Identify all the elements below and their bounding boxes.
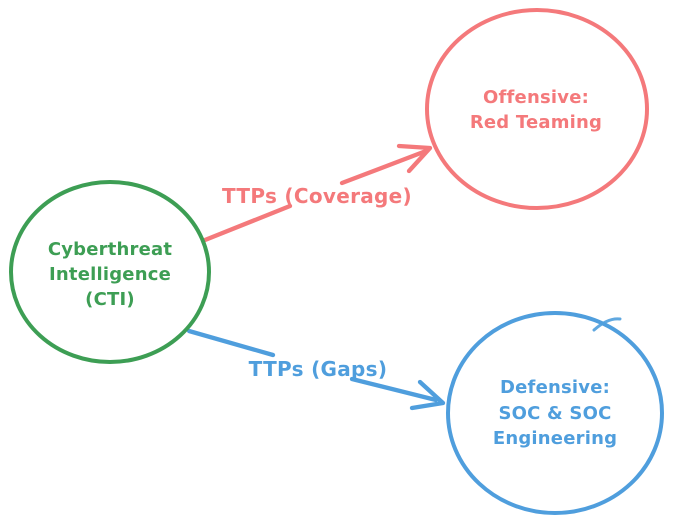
gaps-arrowhead-icon [409, 379, 446, 411]
offensive-node-circle [425, 8, 649, 210]
gaps-arrow-label: TTPs (Gaps) [249, 357, 388, 381]
coverage-arrow-segment-end [339, 148, 429, 186]
defensive-node-label-line-1: Defensive: [500, 377, 610, 398]
defensive-node-label-line-2: SOC & SOC [499, 403, 612, 424]
cti-node-circle [9, 180, 211, 364]
cti-node-label-line-3: (CTI) [85, 289, 135, 310]
defensive-node-sketch-overlap [592, 317, 622, 332]
defensive-node: Defensive: SOC & SOC Engineering [446, 311, 664, 515]
coverage-arrow: TTPs (Coverage) [202, 143, 433, 243]
offensive-node-label-line-2: Red Teaming [470, 112, 602, 133]
cti-node: Cyberthreat Intelligence (CTI) [9, 180, 211, 364]
offensive-node: Offensive: Red Teaming [425, 8, 649, 210]
gaps-arrow: TTPs (Gaps) [186, 328, 446, 411]
coverage-arrowhead-icon [396, 143, 433, 174]
coverage-arrow-segment-start [202, 203, 293, 243]
gaps-arrow-segment-end [349, 376, 439, 403]
defensive-node-circle [446, 311, 664, 515]
offensive-node-label-line-1: Offensive: [483, 87, 589, 108]
gaps-arrow-segment-start [186, 328, 276, 358]
cti-node-label-line-2: Intelligence [49, 264, 171, 285]
coverage-arrow-label: TTPs (Coverage) [222, 184, 412, 208]
cti-node-label-line-1: Cyberthreat [48, 239, 173, 260]
defensive-node-label-line-3: Engineering [493, 428, 617, 449]
